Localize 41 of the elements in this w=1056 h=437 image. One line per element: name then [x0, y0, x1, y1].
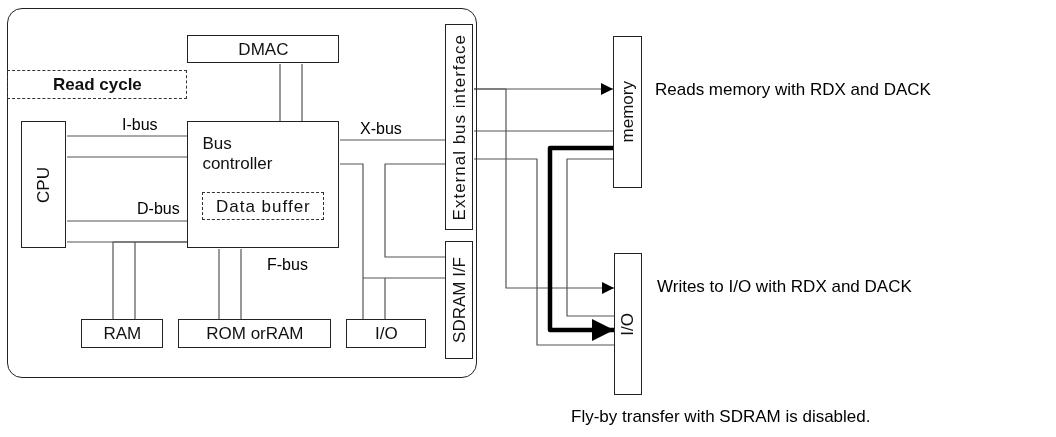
- block-box: [613, 36, 642, 188]
- block-label: External bus interface: [449, 34, 470, 221]
- bus-line: [66, 135, 189, 158]
- block-box: [178, 319, 332, 349]
- bus-line: [218, 248, 242, 321]
- arrow: [547, 145, 614, 341]
- block-box: [346, 319, 427, 349]
- note-text: Writes to I/O with RDX and DACK: [657, 277, 912, 297]
- bus-line: [362, 277, 447, 321]
- block-label: Bus controller: [202, 134, 274, 174]
- block-label: RAM: [103, 324, 142, 344]
- block-label: SDRAM I/F: [449, 257, 470, 344]
- bus-line: [279, 63, 303, 123]
- caption: Fly-by transfer with SDRAM is disabled.: [571, 407, 871, 427]
- block-box: [187, 35, 340, 64]
- bus-line: [339, 139, 447, 141]
- block-box: [81, 319, 164, 349]
- bus-line: [473, 130, 614, 132]
- bus-line: [566, 158, 615, 317]
- bus-line: [112, 241, 189, 321]
- block-box: [614, 253, 642, 395]
- block-label: Read cycle: [53, 75, 142, 95]
- block-box: [445, 241, 474, 360]
- block-label: I/O: [618, 312, 638, 336]
- block-label: DMAC: [238, 39, 289, 60]
- block-box: [187, 121, 340, 249]
- bus-line: [473, 158, 615, 346]
- block-box: [445, 24, 474, 231]
- bus-line: [339, 163, 364, 321]
- bus-line: [66, 220, 189, 243]
- block-label: ROM orRAM: [206, 324, 304, 344]
- arrow: [473, 88, 615, 294]
- dashed-label-box: [202, 192, 325, 221]
- bus-line: [384, 163, 447, 258]
- block-label: CPU: [34, 166, 54, 203]
- note-text: Reads memory with RDX and DACK: [655, 80, 931, 100]
- block-label: I/O: [375, 324, 398, 344]
- block-label: memory: [617, 81, 638, 143]
- dashed-label-box: [7, 70, 188, 100]
- block-label: Data buffer: [216, 196, 311, 217]
- block-box: [21, 121, 67, 249]
